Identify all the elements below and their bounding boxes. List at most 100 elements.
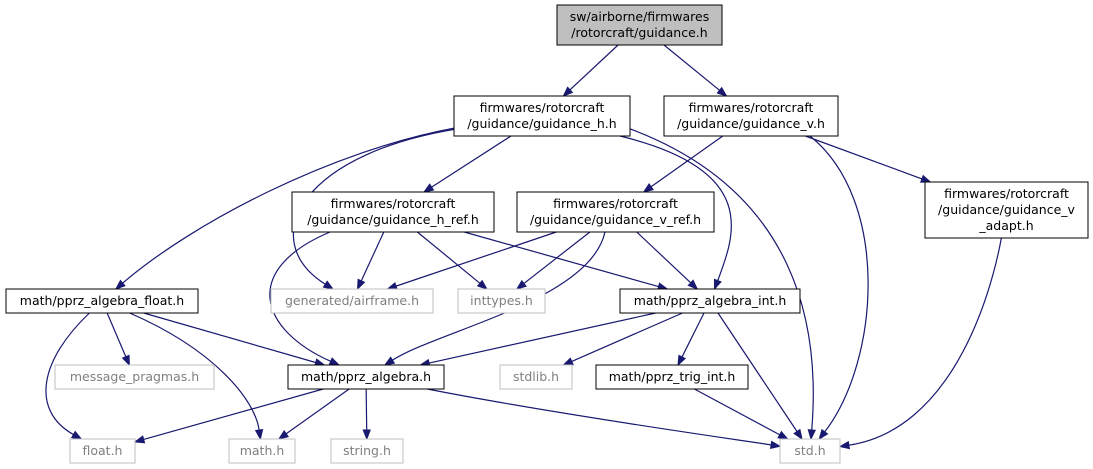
node-label: firmwares/rotorcraft [553,196,678,211]
edge-algebra-to-float_h [143,388,324,441]
edge-guidance_v_ref-to-inttypes [523,231,591,284]
node-box [663,95,839,137]
node-box [291,191,495,233]
node-label: float.h [83,443,123,458]
arrowhead-guidance_h_ref-to-inttypes [476,279,488,290]
arrowhead-algebra_int-to-stdlib [562,357,574,366]
arrowhead-guidance_h-to-guidance_h_ref [422,183,435,193]
arrowhead-guidance_v-to-std_h [818,428,829,441]
node-root[interactable]: sw/airborne/firmwares/rotorcraft/guidanc… [556,4,723,46]
node-box [595,364,749,390]
node-box [453,95,631,137]
edge-guidance_v_ref-to-algebra_int [636,231,692,284]
node-label: sw/airborne/firmwares [570,9,709,24]
arrowhead-guidance_h_ref-to-algebra [328,357,341,366]
edge-guidance_h_ref-to-inttypes [417,231,481,284]
node-message_pragmas: message_pragmas.h [54,364,215,390]
node-box [779,438,841,464]
node-guidance_h_ref[interactable]: firmwares/rotorcraft/guidance/guidance_h… [291,191,495,233]
edge-root-to-guidance_v [663,44,720,91]
edge-algebra_float-to-algebra [143,312,316,364]
arrowhead-algebra_float-to-float_h [70,430,83,440]
edge-guidance_v_adapt-to-std_h [848,237,1002,446]
node-box [228,438,296,464]
edge-guidance_h-to-algebra_int [619,135,732,281]
edge-algebra_float-to-message_pragmas [106,312,127,357]
node-label: math/pprz_algebra.h [301,369,431,384]
edge-trig_int-to-std_h [694,388,780,436]
node-box [5,288,199,314]
edge-algebra_int-to-algebra [428,312,656,364]
node-trig_int[interactable]: math/pprz_trig_int.h [595,364,749,390]
node-label: string.h [343,443,391,458]
node-algebra_int[interactable]: math/pprz_algebra_int.h [619,288,801,314]
edge-algebra-to-string_h [365,388,368,431]
node-label: /guidance/guidance_h_ref.h [307,212,479,227]
node-guidance_h[interactable]: firmwares/rotorcraft/guidance/guidance_h… [453,95,631,137]
node-box [457,288,546,314]
arrowhead-algebra-to-std_h [769,440,782,449]
node-guidance_v[interactable]: firmwares/rotorcraft/guidance/guidance_v… [663,95,839,137]
edge-guidance_h-to-std_h [624,126,814,431]
node-label: std.h [794,443,825,458]
arrowhead-guidance_v_adapt-to-std_h [838,440,851,450]
edges-layer [45,44,1002,450]
node-box [499,364,573,390]
node-algebra[interactable]: math/pprz_algebra.h [287,364,445,390]
arrowhead-guidance_v_ref-to-airframe [386,281,398,290]
arrowhead-root-to-guidance_h [562,86,574,97]
node-label: _adapt.h [978,218,1033,233]
node-math_h: math.h [228,438,296,464]
node-label: firmwares/rotorcraft [331,196,456,211]
node-label: /guidance/guidance_v_ref.h [530,212,701,227]
node-guidance_v_adapt[interactable]: firmwares/rotorcraft/guidance/guidance_v… [924,181,1089,239]
node-label: /guidance/guidance_h.h [467,116,616,131]
node-label: /guidance/guidance_v.h [677,116,825,131]
edge-guidance_h-to-guidance_h_ref [431,135,512,188]
edge-root-to-guidance_h [569,44,619,91]
nodes-layer: sw/airborne/firmwares/rotorcraft/guidanc… [5,4,1089,464]
node-label: stdlib.h [513,369,559,384]
arrowhead-guidance_v_ref-to-inttypes [515,279,527,290]
node-float_h: float.h [69,438,136,464]
node-string_h: string.h [330,438,404,464]
edge-guidance_v-to-guidance_v_ref [650,135,724,188]
edge-algebra_int-to-std_h [717,312,798,432]
edge-algebra_float-to-float_h [45,312,90,436]
node-label: /guidance/guidance_v [938,202,1075,217]
edge-guidance_h_ref-to-algebra_int [464,231,659,288]
node-label: firmwares/rotorcraft [689,100,814,115]
edge-algebra-to-math_h [285,388,350,435]
node-box [330,438,404,464]
node-box [287,364,445,390]
node-label: math/pprz_algebra_int.h [634,293,787,308]
arrowhead-algebra-to-string_h [362,429,371,441]
arrowhead-guidance_v-to-guidance_v_ref [642,183,654,193]
node-label: math/pprz_algebra_float.h [20,293,184,308]
node-label: inttypes.h [470,293,533,308]
node-airframe: generated/airframe.h [270,288,434,314]
node-algebra_float[interactable]: math/pprz_algebra_float.h [5,288,199,314]
edge-guidance_v-to-std_h [809,135,869,433]
node-box [924,181,1089,239]
edge-guidance_h_ref-to-algebra [269,231,331,362]
arrowhead-algebra_int-to-std_h [793,428,803,441]
edge-algebra_int-to-trig_int [681,312,705,358]
node-label: math.h [240,443,285,458]
node-stdlib: stdlib.h [499,364,573,390]
edge-algebra_float-to-math_h [129,312,260,431]
node-guidance_v_ref[interactable]: firmwares/rotorcraft/guidance/guidance_v… [516,191,715,233]
node-box [270,288,434,314]
node-box [69,438,136,464]
node-box [556,4,723,46]
arrowhead-algebra_int-to-trig_int [677,354,687,367]
node-box [516,191,715,233]
node-inttypes: inttypes.h [457,288,546,314]
arrowhead-guidance_h_ref-to-airframe [356,278,366,291]
edge-algebra-to-std_h [427,388,772,446]
arrowhead-algebra-to-float_h [133,435,146,444]
node-label: firmwares/rotorcraft [944,186,1069,201]
arrowhead-guidance_v_ref-to-algebra [383,356,396,366]
node-box [619,288,801,314]
